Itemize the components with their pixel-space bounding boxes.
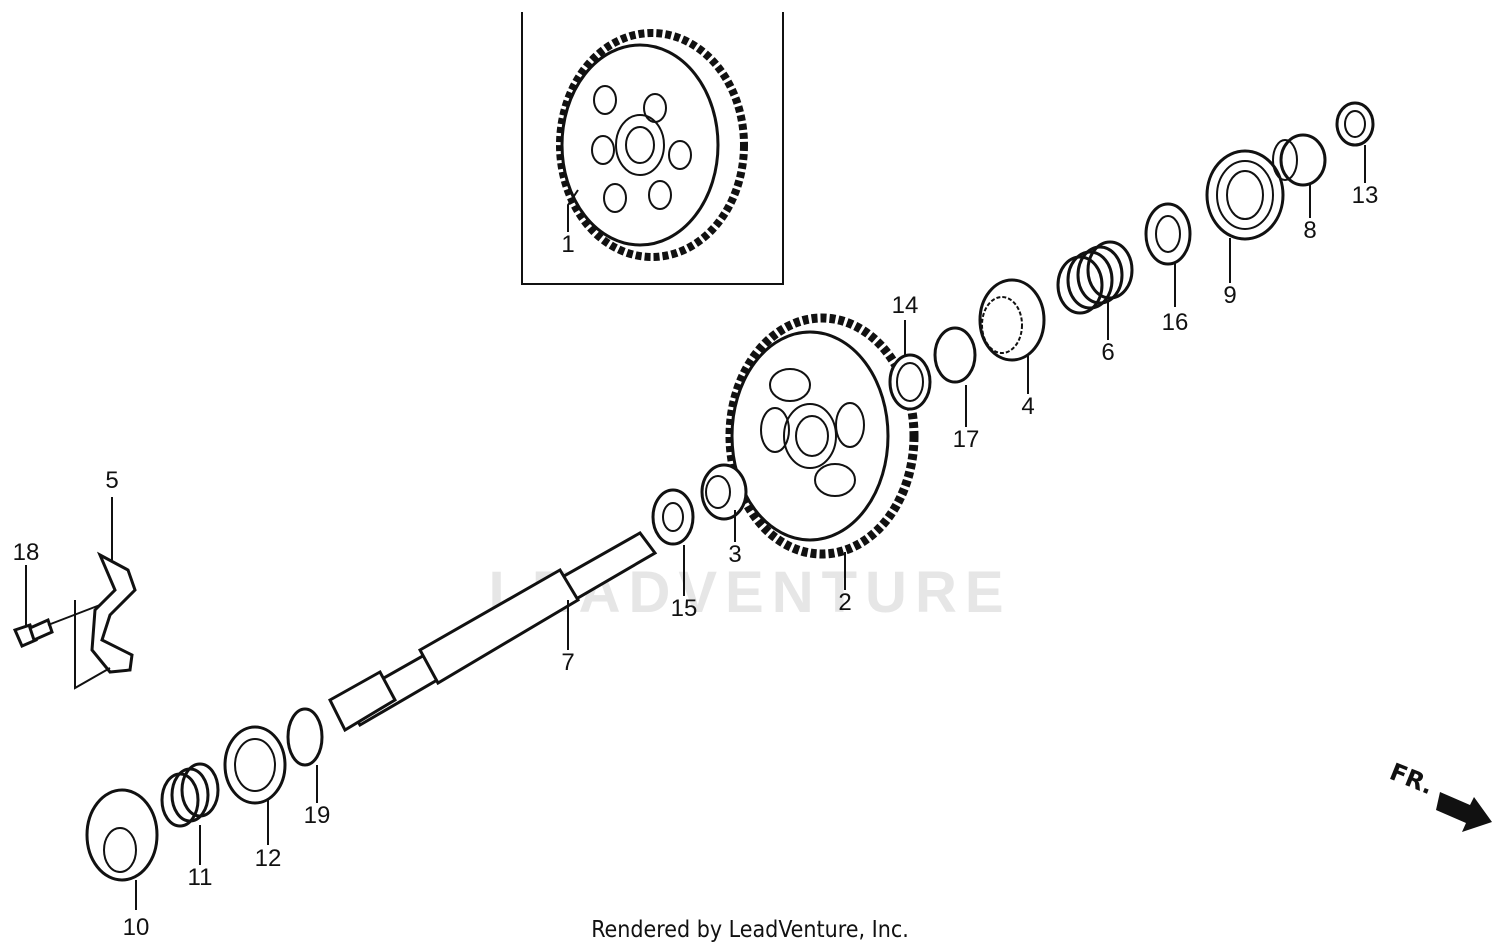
part-15-washer	[651, 488, 695, 546]
part-13-washer	[1335, 101, 1375, 147]
part-12-washer	[223, 725, 287, 805]
callout-7: 7	[561, 649, 574, 676]
part-19-circlip	[286, 707, 324, 767]
part-11-spring	[160, 762, 220, 828]
arrow-icon	[1436, 792, 1492, 832]
callout-12: 12	[255, 845, 282, 872]
part-4-ratchet	[978, 278, 1046, 362]
callout-1: 1	[561, 231, 574, 258]
part-9-spring	[1205, 149, 1285, 241]
part-18-bolt	[12, 617, 54, 648]
callout-11: 11	[188, 864, 213, 891]
callout-9: 9	[1223, 282, 1236, 309]
callout-10: 10	[123, 914, 150, 941]
callout-13: 13	[1352, 182, 1379, 209]
part-10-ratchet	[85, 788, 159, 882]
footer-credit: Rendered by LeadVenture, Inc.	[591, 917, 909, 943]
callout-6: 6	[1101, 339, 1114, 366]
callout-3: 3	[728, 541, 741, 568]
part-5-arm	[74, 551, 137, 690]
callout-4: 4	[1021, 393, 1034, 420]
part-16-washer	[1144, 202, 1192, 266]
part-1-gear	[556, 29, 748, 261]
inset-frame	[521, 12, 784, 285]
part-6-spring	[1056, 240, 1134, 315]
part-8-bushing	[1272, 133, 1327, 187]
callout-15: 15	[671, 595, 698, 622]
callout-16: 16	[1162, 309, 1189, 336]
part-2-gear	[725, 313, 919, 559]
part-7-shaft	[328, 531, 658, 733]
part-3-collar	[700, 463, 748, 521]
part-17-circlip	[933, 326, 977, 384]
callout-19: 19	[304, 802, 331, 829]
front-direction-indicator: FR.	[1386, 758, 1492, 832]
callout-18: 18	[13, 539, 40, 566]
callout-2: 2	[838, 589, 851, 616]
part-14-ring	[888, 353, 932, 411]
callout-5: 5	[105, 467, 118, 494]
direction-label: FR.	[1386, 758, 1438, 801]
callout-14: 14	[892, 292, 919, 319]
callouts: 1 2 3 4 5 6 7 8 9 10 11 12 13 14 15 16 1…	[13, 182, 1379, 941]
callout-17: 17	[953, 426, 980, 453]
callout-8: 8	[1303, 217, 1316, 244]
leader-lines	[25, 145, 1366, 910]
